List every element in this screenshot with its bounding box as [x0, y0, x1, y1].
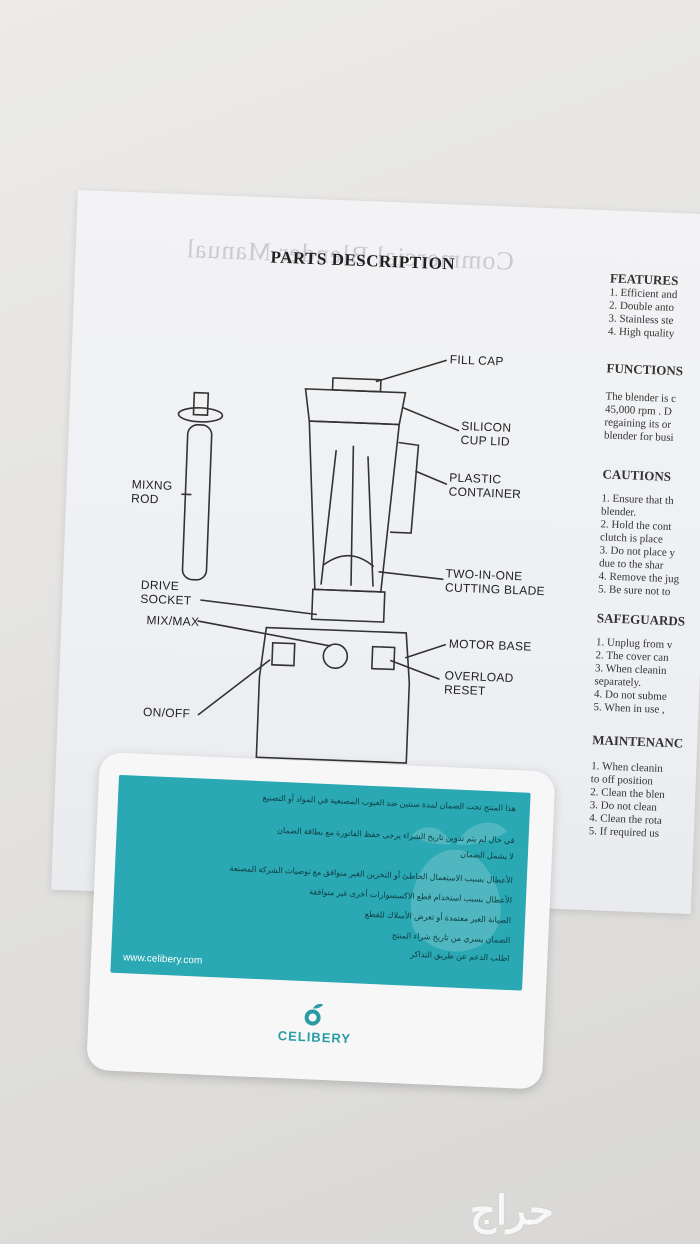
- warranty-panel: هذا المنتج تحت الضمان لمدة سنتين ضد العي…: [110, 774, 531, 991]
- blade-shape: [323, 554, 375, 568]
- haraj-watermark: حراج: [470, 1189, 554, 1233]
- safeguards-line: 5. When in use ,: [593, 701, 666, 716]
- label-mixing-rod: MIXNG ROD: [130, 477, 173, 507]
- overload-reset-shape: [371, 645, 396, 671]
- blade-flow-lines: [320, 445, 374, 587]
- mix-max-dial-shape: [322, 643, 349, 670]
- mixing-rod-shape: [181, 423, 213, 581]
- features-line: 4. High quality: [607, 325, 675, 340]
- label-drive-socket: DRIVE SOCKET: [140, 577, 192, 608]
- label-fill-cap: FILL CAP: [449, 352, 504, 369]
- instruction-sheet: Commercial Blender Manual PARTS DESCRIPT…: [51, 190, 700, 915]
- leaf-watermark-icon: [410, 822, 507, 952]
- celibery-leaf-icon: [304, 1003, 324, 1026]
- lid-shape: [304, 388, 407, 426]
- functions-line: blender for busi: [603, 429, 674, 445]
- cautions-line: 5. Be sure not to: [597, 583, 671, 599]
- safeguards-section: SAFEGUARDS 1. Unplug from v 2. The cover…: [593, 610, 700, 718]
- motor-base-shape: [255, 626, 411, 764]
- functions-section: FUNCTIONS The blender is c 45,000 rpm . …: [604, 360, 700, 446]
- warranty-card: هذا المنتج تحت الضمان لمدة سنتين ضد العي…: [86, 752, 556, 1090]
- drive-socket-shape: [310, 588, 386, 623]
- label-cutting-blade: TWO-IN-ONE CUTTING BLADE: [444, 566, 546, 599]
- on-off-switch-shape: [271, 641, 296, 667]
- website-url: www.celibery.com: [122, 952, 203, 967]
- label-mix-max: MIX/MAX: [146, 612, 200, 629]
- label-overload-reset: OVERLOAD RESET: [443, 668, 514, 699]
- brand-name: CELIBERY: [277, 1028, 352, 1047]
- label-silicon-cup-lid: SILICON CUP LID: [460, 418, 512, 449]
- mixing-rod-handle: [192, 391, 210, 416]
- features-section: FEATURES 1. Efficient and 2. Double anto…: [608, 270, 700, 342]
- label-plastic-container: PLASTIC CONTAINER: [448, 470, 522, 502]
- mixing-rod-top: [177, 407, 224, 423]
- cautions-section: CAUTIONS 1. Ensure that th blender. 2. H…: [598, 466, 700, 600]
- label-on-off: ON/OFF: [142, 704, 191, 721]
- container-handle: [390, 441, 420, 534]
- blender-drawing: [177, 359, 460, 764]
- maintenance-section: MAINTENANC 1. When cleanin to off positi…: [588, 732, 700, 842]
